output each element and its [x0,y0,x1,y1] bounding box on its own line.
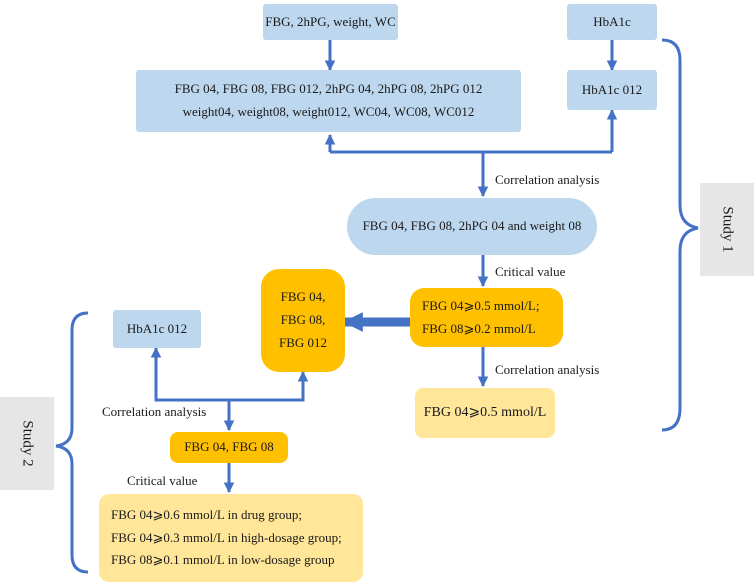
node-derived-line2: weight04, weight08, weight012, WC04, WC0… [182,104,475,119]
brace-study1 [661,38,699,432]
node-derived-variables: FBG 04, FBG 08, FBG 012, 2hPG 04, 2hPG 0… [136,70,521,132]
label-correlation-3: Correlation analysis [102,404,207,419]
node-critical-line1: FBG 04⩾0.5 mmol/L; [422,297,540,313]
node-fbg-group-line1: FBG 04, [280,289,326,305]
node-fbg-group-line2: FBG 08, [280,312,326,328]
node-hba1c-012-top: HbA1c 012 [567,70,657,110]
node-final-line2: FBG 04⩾0.3 mmol/L in high-dosage group; [111,529,342,545]
label-correlation-1: Correlation analysis [495,172,600,187]
study1-label: Study 1 [719,206,736,253]
study1-label-box: Study 1 [700,183,754,276]
node-selected-variables: FBG 04, FBG 08, 2hPG 04 and weight 08 [347,198,597,255]
node-inputs: FBG, 2hPG, weight, WC [263,4,398,40]
node-hba1c-012-left-text: HbA1c 012 [126,320,188,336]
node-fbg-result-text: FBG 04⩾0.5 mmol/L [423,404,547,420]
node-final-thresholds: FBG 04⩾0.6 mmol/L in drug group; FBG 04⩾… [99,494,363,582]
node-final-line3: FBG 08⩾0.1 mmol/L in low-dosage group [111,552,335,568]
node-critical-values: FBG 04⩾0.5 mmol/L; FBG 08⩾0.2 mmol/L [410,288,563,347]
node-hba1c-text: HbA1c [593,13,631,29]
label-critical-1: Critical value [495,264,566,279]
node-selected-variables-text: FBG 04, FBG 08, 2hPG 04 and weight 08 [362,218,582,234]
node-inputs-text: FBG, 2hPG, weight, WC [265,13,396,29]
label-critical-2: Critical value [127,473,198,488]
node-hba1c: HbA1c [567,4,657,40]
study2-label-box: Study 2 [0,397,54,490]
node-critical-line2: FBG 08⩾0.2 mmol/L [422,320,536,336]
study2-label: Study 2 [19,420,36,467]
node-fbg-pair-text: FBG 04, FBG 08 [184,439,274,455]
node-fbg-group-line3: FBG 012 [278,334,328,350]
arrow-to-hba1c012-left [150,346,229,402]
node-hba1c-012-top-text: HbA1c 012 [581,81,643,97]
arrow-to-fbg-group [229,370,309,402]
node-fbg-group: FBG 04, FBG 08, FBG 012 [261,269,345,372]
label-correlation-2: Correlation analysis [495,362,600,377]
node-derived-line1: FBG 04, FBG 08, FBG 012, 2hPG 04, 2hPG 0… [174,81,483,97]
node-hba1c-012-left: HbA1c 012 [113,310,201,348]
brace-study2 [55,311,89,574]
node-final-line1: FBG 04⩾0.6 mmol/L in drug group; [111,506,302,522]
node-fbg-result: FBG 04⩾0.5 mmol/L [415,388,555,438]
node-fbg-pair: FBG 04, FBG 08 [170,432,288,463]
